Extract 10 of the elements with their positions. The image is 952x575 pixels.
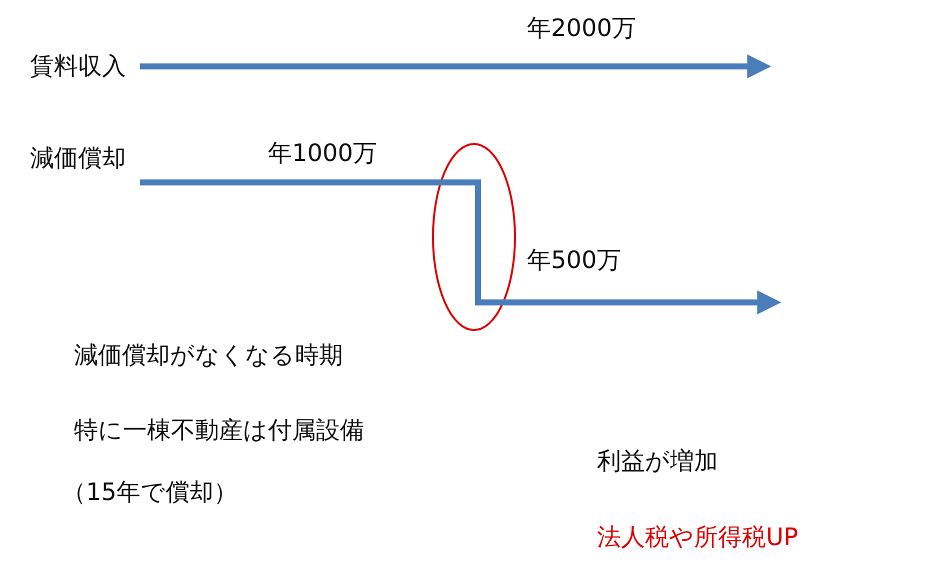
row-label: 減価償却: [30, 144, 126, 173]
arrow: [140, 179, 782, 314]
note-text: 法人税や所得税UP: [597, 523, 798, 552]
note-text: 減価償却がなくなる時期: [74, 341, 343, 370]
amount-label: 年500万: [527, 246, 621, 275]
note-text: 特に一棟不動産は付属設備: [74, 416, 364, 445]
row-label: 賃料収入: [30, 52, 126, 81]
arrow: [140, 54, 772, 78]
note-text: （15年で償却）: [62, 478, 238, 507]
note-text: 利益が増加: [597, 447, 718, 476]
